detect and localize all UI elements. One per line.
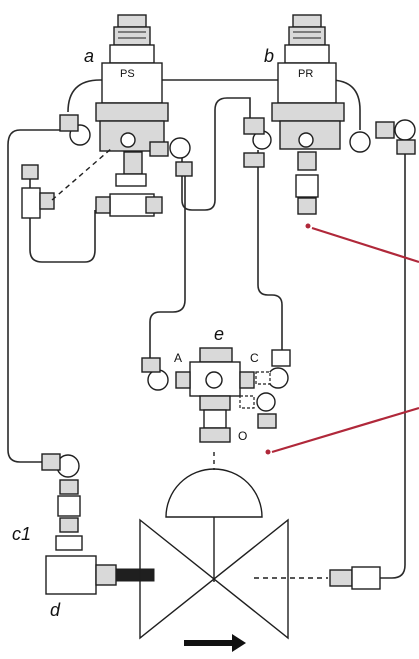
component-b-pr: b PR — [243, 14, 416, 229]
tube-left-inner — [29, 175, 96, 263]
label-d: d — [50, 600, 61, 620]
label-pr: PR — [298, 68, 313, 80]
label-b: b — [264, 46, 274, 66]
globe-valve-icon — [139, 518, 289, 640]
tubing — [7, 79, 406, 579]
label-port-c: C — [250, 351, 259, 365]
tube-right-long — [380, 150, 406, 579]
leader-line-o — [271, 406, 419, 454]
label-port-o: O — [238, 429, 247, 443]
tube-a-to-center — [181, 97, 251, 211]
leader-lines — [271, 226, 419, 454]
component-e-valve: e A C O — [141, 324, 291, 455]
label-a: a — [84, 46, 94, 66]
tube-left-outer — [7, 129, 62, 463]
label-c1: c1 — [12, 524, 31, 544]
leader-line-b — [311, 226, 419, 264]
component-a-ps: a PS — [21, 14, 193, 219]
tube-to-port-c — [257, 150, 283, 350]
label-e: e — [214, 324, 224, 344]
label-port-a: A — [174, 351, 182, 365]
tube-to-port-a — [149, 175, 186, 358]
component-c1-d: c1 d — [12, 453, 155, 620]
label-ps: PS — [120, 68, 135, 80]
right-arrow-icon — [184, 634, 246, 652]
dome-actuator-icon — [165, 468, 263, 518]
control-valve — [139, 452, 289, 640]
right-bottom-fitting — [329, 566, 381, 590]
